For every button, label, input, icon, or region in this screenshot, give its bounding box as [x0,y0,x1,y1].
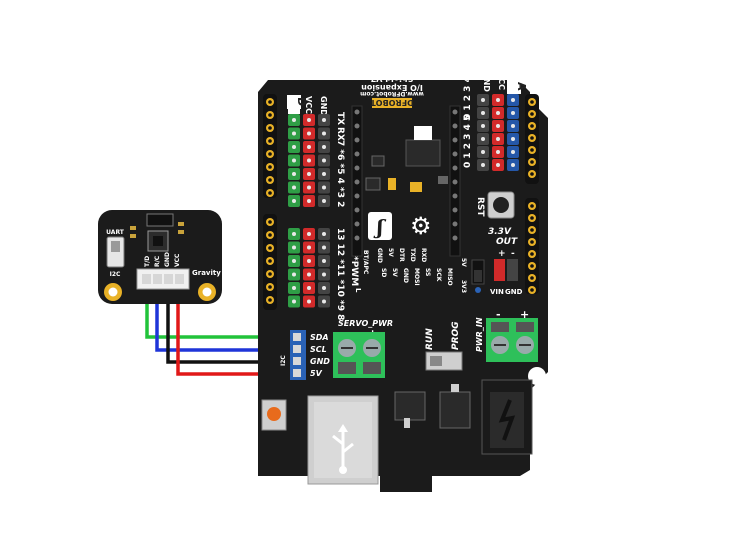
sensor-brand-label: Gravity [192,269,221,277]
dfrobot-logo [372,98,412,108]
rst-label: RST [475,197,485,217]
vin-label: VIN [490,288,504,296]
sensor-pin-label-gnd: GND [164,252,171,267]
bt-pin-label: DTR [398,248,405,262]
header-d-label: D [295,97,308,106]
gnd-label-left: GND [319,96,328,116]
logo-s-icon [368,212,392,240]
rx-label: RX [335,127,345,141]
i2c-pin-gnd: GND [310,357,330,366]
prog-label: PROG [451,321,461,350]
title-line2: Shield V7 [371,74,414,83]
power-led-blue [475,287,481,293]
digital-label-bottom: 13 12 *11 *10 *9 8 [335,228,345,320]
sd-pin-label: MISO [446,268,453,286]
a-label-bg [507,80,521,94]
out-label: OUT [496,237,518,247]
sd-pin-label: GND [402,268,409,283]
sensor-pin-label-vcc: VCC [174,253,181,267]
gear-icon: ⚙ [410,212,432,240]
sd-pin-label: SD [380,268,387,277]
vcc-label-right: VCC [497,72,506,90]
title-line1: I/O Expansion [361,83,423,92]
analog-pin-headers [477,94,519,171]
pwr-plus: + [520,308,529,321]
sensor-pin-label-rc: R/C [154,255,161,267]
pwr-in-label: PWR_IN [475,317,484,352]
bt-pin-label: GND [376,248,383,263]
sd-pin-label: MOSI [413,268,420,286]
io-expansion-shield: D VCC GND TX RX 7 *6 *5 4 *3 2 13 12 *11… [258,67,548,492]
out-33v-pin-plus[interactable] [494,259,505,281]
sensor-board [98,210,222,304]
i2c-pin-5v: 5V [310,369,323,378]
gnd-label-vin: GND [505,288,523,296]
url-text: www.DFRobot.com [360,90,424,97]
wire-scl-blue [155,288,305,352]
brand-text: DFROBOT [370,98,414,107]
digital-label-top: 7 *6 *5 4 *3 2 [335,140,345,207]
switch-label-uart: UART [106,229,125,236]
i2c-tag: I2C [280,355,287,366]
voltage-regulator [405,139,441,167]
bt-pin-label: 5V [387,248,394,257]
vcc-label-left: VCC [304,96,313,114]
d-label-bg [287,95,301,109]
usb-icon [332,428,354,468]
plus-label-out: + [498,249,506,259]
header-a-label: A [515,82,528,91]
sd-pin-label: SCK [435,268,442,282]
lightning-icon [498,399,516,441]
run-label: RUN [425,328,435,350]
out-33v-pin-minus[interactable] [507,259,518,281]
i2c-connector[interactable] [290,330,306,380]
pwm-label: *PWM [349,256,359,286]
l-led-label: L [354,288,362,293]
pwr-in-terminal[interactable] [486,318,538,362]
gravity-sensor-module: UART I2C T/D R/C GND VCC Gravity [98,210,222,304]
shield-board [258,80,548,492]
v3-3-label: 3V3 [460,280,467,293]
bt-pin-label: RXD [420,248,427,262]
switch-label-i2c: I2C [110,271,121,278]
minus-label-out: - [511,249,515,259]
pwr-minus: - [496,308,501,321]
servo-power-terminal[interactable] [333,332,385,378]
v5-label: 5V [460,258,467,267]
bt-pin-label: TXD [409,248,416,262]
sensor-pin-label-td: T/D [144,256,151,267]
analog-nums-bottom: 0 1 2 3 4 5 [463,67,473,120]
dc-power-jack[interactable] [481,379,533,455]
analog-nums-top: 0 1 2 3 4 5 [463,115,473,168]
bt-apc-label: BT/APC [362,250,369,275]
sensor-element [146,213,174,227]
out-33v-label: 3.3V [488,227,512,237]
sd-pin-label: 5V [391,268,398,277]
servo-pwr-label: SERVO_PWR [338,319,393,328]
tx-label: TX [335,112,345,125]
gnd-label-right: GND [482,72,491,92]
svg-text:ʃ: ʃ [373,215,387,239]
i2c-pin-sda: SDA [310,333,329,342]
shield-title-block: DFROBOT www.DFRobot.com I/O Expansion Sh… [360,74,424,108]
digital-pin-headers [288,108,330,308]
usb-port[interactable] [307,395,379,485]
wire-sda-green [145,288,305,339]
sd-pin-label: SS [424,268,431,276]
i2c-pin-scl: SCL [310,345,327,354]
